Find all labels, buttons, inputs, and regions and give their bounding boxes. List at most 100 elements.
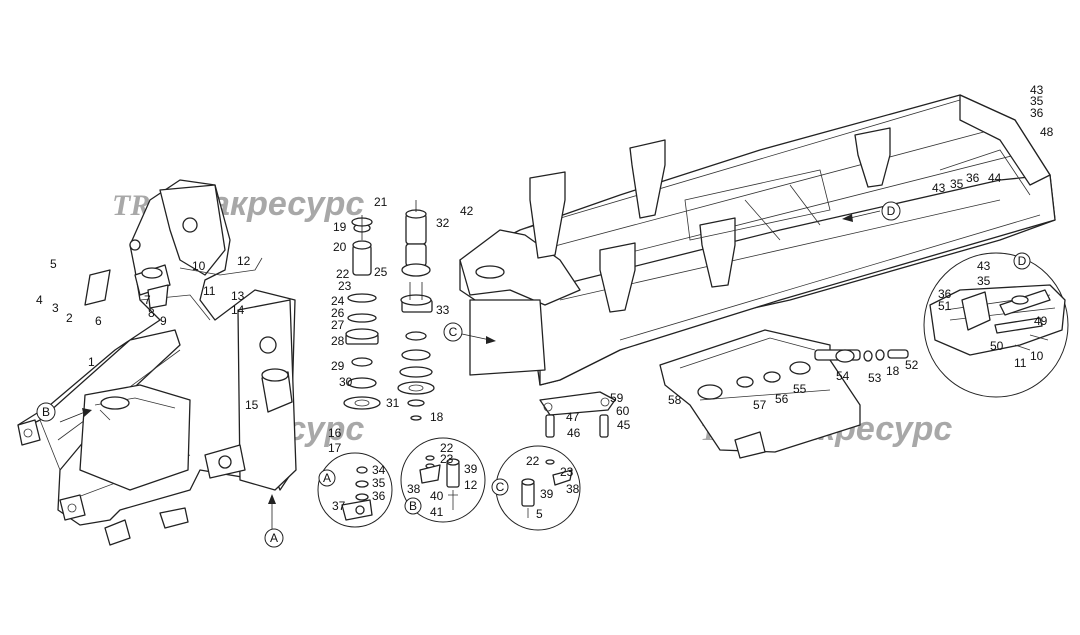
callout-32: 32 [436, 216, 450, 230]
callout-53: 53 [868, 371, 882, 385]
callout-20: 20 [333, 240, 347, 254]
callout-58: 58 [668, 393, 682, 407]
callout-36: 36 [966, 171, 980, 185]
view-label-D: D [1018, 254, 1027, 268]
view-marker-C-detail: C [491, 478, 509, 496]
callout-23: 23 [440, 452, 454, 466]
view-marker-B-arrow: B [36, 402, 56, 422]
rear-frame [459, 94, 1056, 438]
callout-43: 43 [1030, 83, 1044, 97]
callout-49: 49 [1034, 314, 1048, 328]
callout-16: 16 [328, 426, 342, 440]
callout-8: 8 [148, 306, 155, 320]
callout-11: 11 [203, 284, 216, 298]
callout-38: 38 [566, 482, 580, 496]
callout-55: 55 [793, 382, 807, 396]
detail-circle-A [317, 452, 393, 528]
callout-39: 39 [464, 462, 478, 476]
callout-26: 26 [331, 306, 345, 320]
callout-36: 36 [1030, 106, 1044, 120]
callout-29: 29 [331, 359, 345, 373]
callout-23: 23 [560, 465, 574, 479]
callout-12: 12 [464, 478, 478, 492]
view-label-C: C [449, 325, 458, 339]
callout-38: 38 [407, 482, 421, 496]
view-marker-A-detail: A [318, 469, 336, 487]
detail-circle-B [400, 437, 486, 523]
callout-3: 3 [52, 301, 59, 315]
view-marker-D-arrow: D [881, 201, 901, 221]
callout-60: 60 [616, 404, 630, 418]
callout-36: 36 [938, 287, 952, 301]
callout-5: 5 [50, 257, 57, 271]
callout-18: 18 [430, 410, 444, 424]
callout-7: 7 [144, 293, 151, 307]
callout-12: 12 [237, 254, 251, 268]
callout-13: 13 [231, 289, 245, 303]
part-callouts: 1234567891011121314151617181920212223242… [36, 83, 1054, 521]
callout-35: 35 [372, 476, 386, 490]
view-label-B: B [42, 405, 50, 419]
callout-59: 59 [610, 391, 624, 405]
callout-47: 47 [566, 410, 580, 424]
view-label-B: B [409, 499, 417, 513]
callout-46: 46 [567, 426, 581, 440]
callout-25: 25 [374, 265, 388, 279]
callout-24: 24 [331, 294, 345, 308]
callout-34: 34 [372, 463, 386, 477]
callout-21: 21 [374, 195, 388, 209]
callout-40: 40 [430, 489, 444, 503]
callout-15: 15 [245, 398, 259, 412]
callout-33: 33 [436, 303, 450, 317]
callout-30: 30 [339, 375, 353, 389]
view-marker-B-detail: B [404, 497, 422, 515]
callout-39: 39 [540, 487, 554, 501]
callout-10: 10 [1030, 349, 1044, 363]
callout-9: 9 [160, 314, 167, 328]
callout-17: 17 [328, 441, 342, 455]
callout-19: 19 [333, 220, 347, 234]
callout-2: 2 [66, 311, 73, 325]
view-marker-A-arrow: A [264, 528, 284, 548]
view-label-C: C [496, 480, 505, 494]
callout-48: 48 [1040, 125, 1054, 139]
view-label-A: A [270, 531, 278, 545]
callout-54: 54 [836, 369, 850, 383]
callout-4: 4 [36, 293, 43, 307]
callout-5: 5 [536, 507, 543, 521]
detail-circle-C [495, 445, 581, 531]
callout-31: 31 [386, 396, 400, 410]
detail-circle-D [923, 252, 1069, 398]
callout-27: 27 [331, 318, 345, 332]
callout-42: 42 [460, 204, 474, 218]
callout-35: 35 [1030, 94, 1044, 108]
callout-28: 28 [331, 334, 345, 348]
callout-11: 11 [1014, 356, 1027, 370]
rear-axle-support [659, 329, 909, 459]
view-marker-C-arrow: C [443, 322, 463, 342]
callout-22: 22 [440, 441, 454, 455]
view-label-D: D [887, 204, 896, 218]
callout-35: 35 [977, 274, 991, 288]
callout-45: 45 [617, 418, 631, 432]
pivot-stack-right [397, 200, 435, 421]
view-marker-D-detail: D [1013, 252, 1031, 270]
callout-43: 43 [932, 181, 946, 195]
callout-22: 22 [336, 267, 350, 281]
callout-50: 50 [990, 339, 1004, 353]
callout-41: 41 [430, 505, 444, 519]
callout-23: 23 [338, 279, 352, 293]
callout-37: 37 [332, 499, 346, 513]
callout-10: 10 [192, 259, 206, 273]
callout-56: 56 [775, 392, 789, 406]
callout-36: 36 [372, 489, 386, 503]
callout-44: 44 [988, 171, 1002, 185]
callout-57: 57 [753, 398, 767, 412]
pivot-stack-left [343, 215, 381, 410]
callout-51: 51 [938, 299, 952, 313]
front-frame [17, 179, 297, 546]
callout-18: 18 [886, 364, 900, 378]
callout-14: 14 [231, 303, 245, 317]
view-label-A: A [323, 471, 331, 485]
